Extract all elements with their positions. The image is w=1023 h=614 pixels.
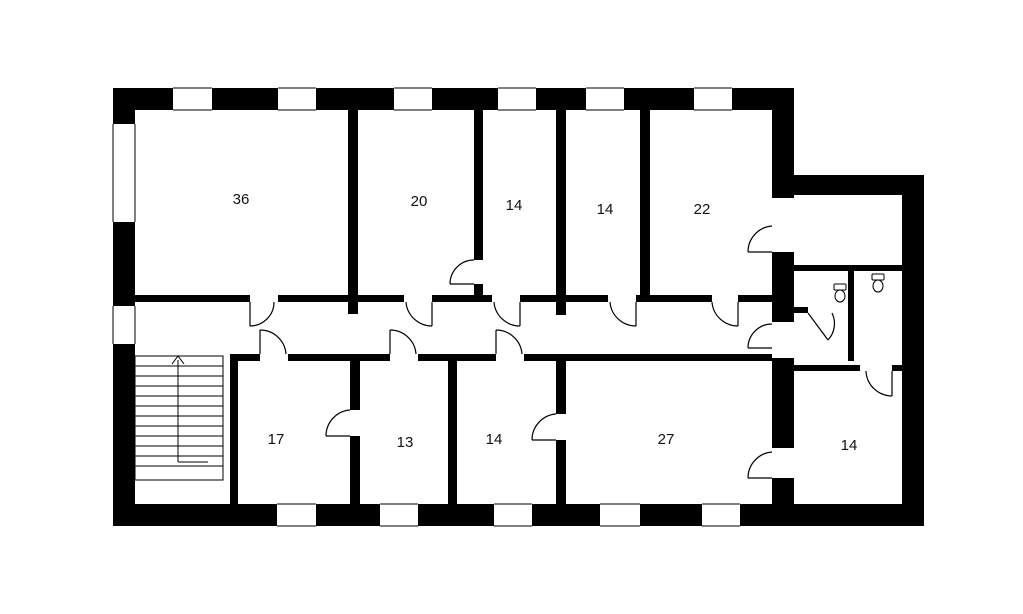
room-14-c-area: 14 [486, 431, 503, 448]
door-room-13 [325, 409, 351, 437]
door-room-22-annex [747, 225, 773, 253]
room-13-area: 13 [397, 434, 414, 451]
room-14-b-area: 14 [597, 201, 614, 218]
door-room-14-c-corridor [495, 329, 523, 355]
door-room-13-corridor [389, 329, 417, 355]
room-22-area: 22 [694, 201, 711, 218]
staircase-icon [134, 355, 224, 481]
room-27-area: 27 [658, 431, 675, 448]
room-36-area: 36 [233, 191, 250, 208]
room-14-a-area: 14 [506, 197, 523, 214]
door-room-17 [259, 329, 287, 355]
toilet-icon [833, 283, 847, 303]
window-lines [112, 87, 740, 527]
door-wc-1 [807, 312, 836, 341]
door-room-14-d [747, 451, 773, 479]
exterior-walls [113, 88, 924, 526]
room-20-area: 20 [411, 193, 428, 210]
doors [249, 225, 893, 479]
interior-walls [135, 110, 902, 504]
room-labels: 36 20 14 14 22 17 13 14 27 14 [233, 191, 858, 454]
door-room-14-b [609, 301, 637, 327]
door-room-20 [405, 301, 433, 327]
room-14-d-area: 14 [841, 437, 858, 454]
door-room-14-a [493, 301, 521, 327]
room-17-area: 17 [268, 431, 285, 448]
door-room-14-a-inner [449, 259, 475, 285]
door-room-22 [711, 301, 739, 327]
door-room-36 [249, 301, 275, 327]
door-room-14-c [531, 413, 557, 441]
toilet-icon [871, 273, 885, 293]
door-wc-2 [865, 370, 893, 397]
door-corridor-east [747, 323, 773, 349]
